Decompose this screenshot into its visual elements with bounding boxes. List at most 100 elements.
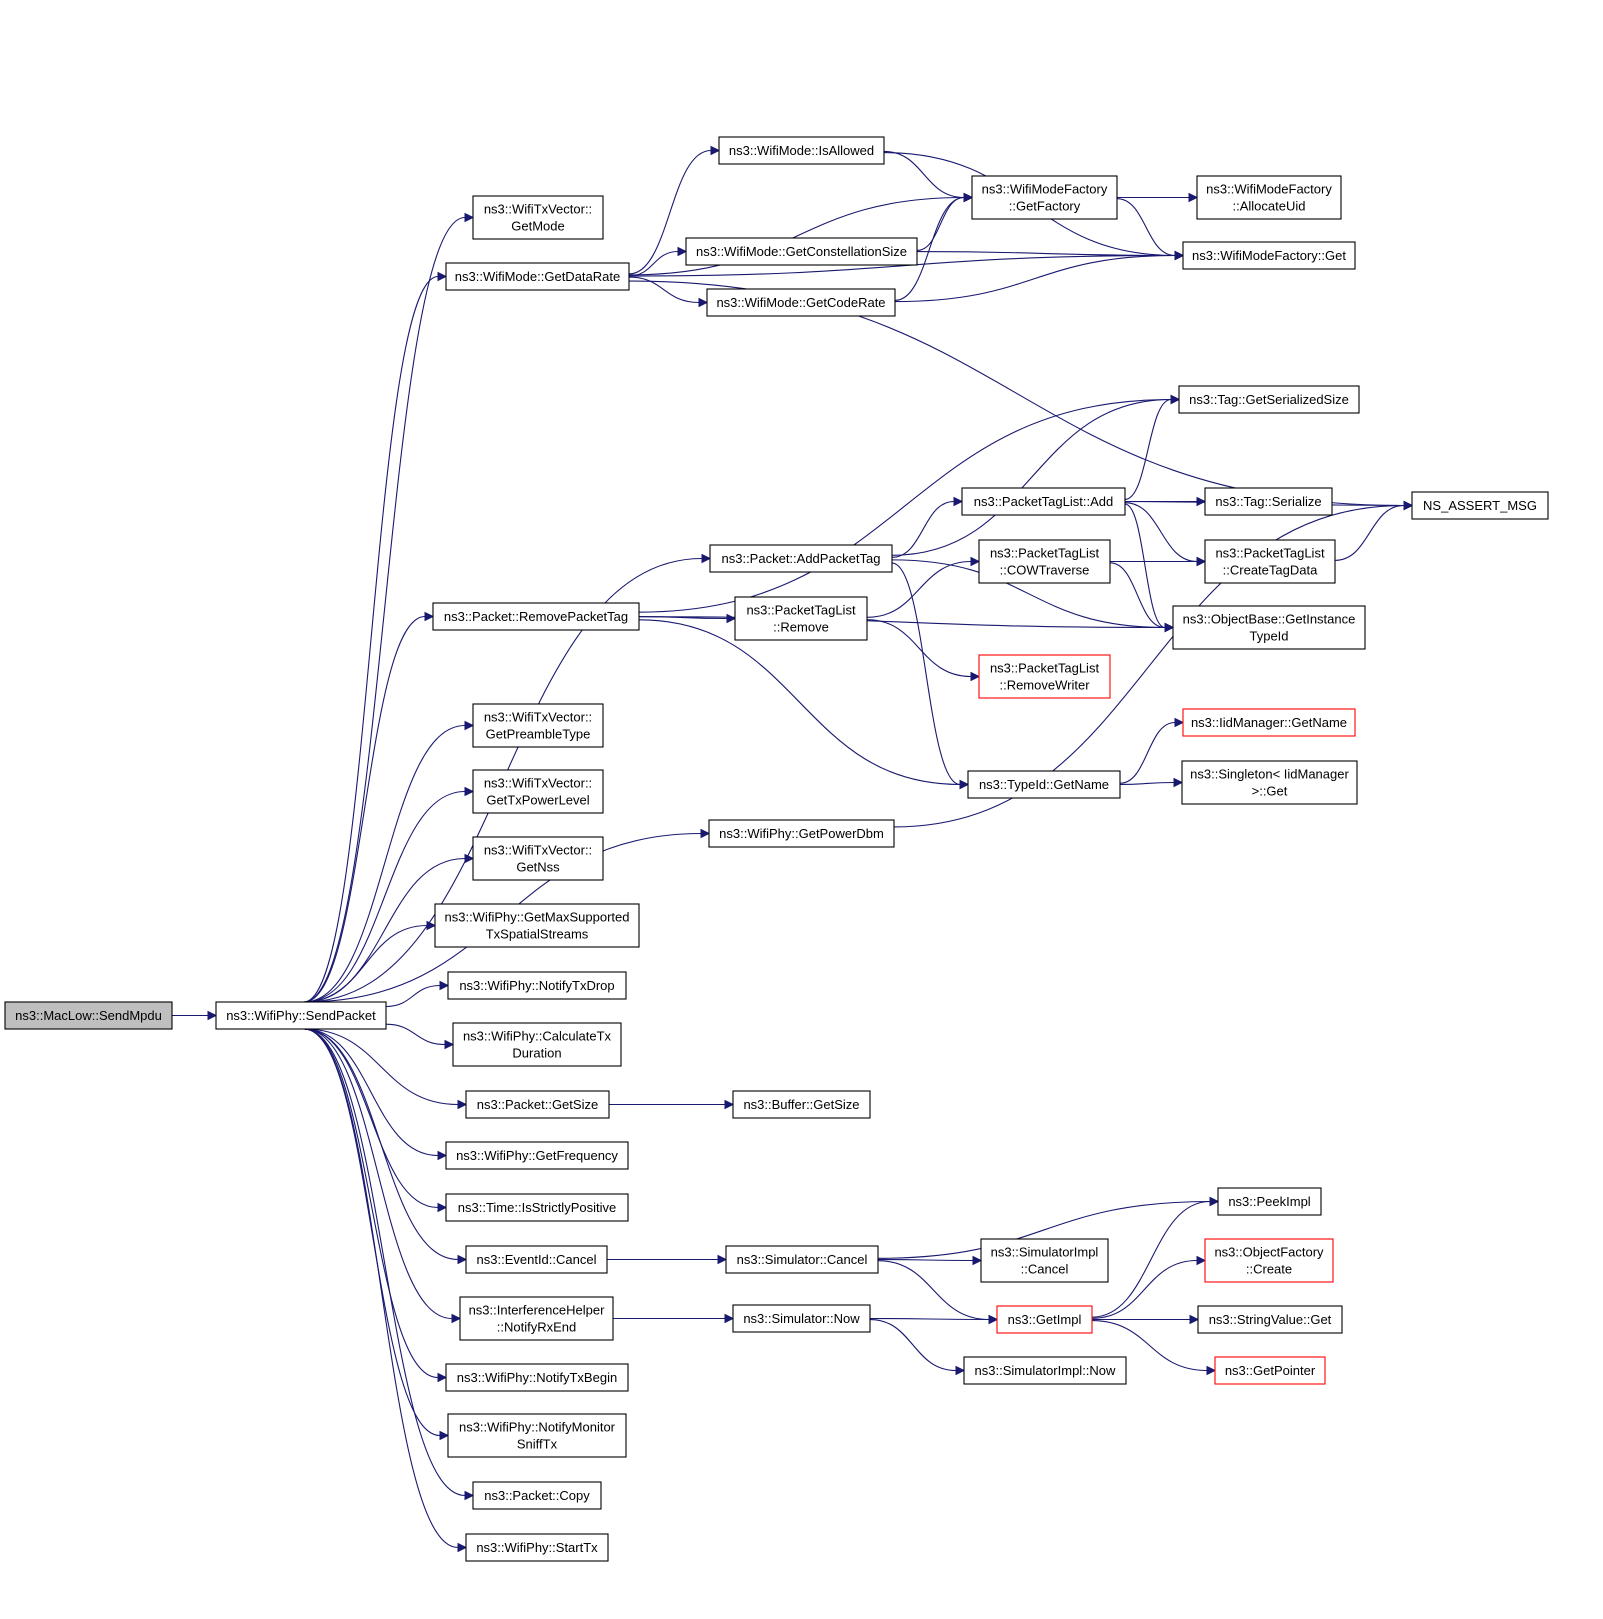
node-box [685, 237, 918, 266]
node-simulator-now[interactable]: ns3::Simulator::Now [732, 1304, 871, 1333]
node-box [432, 602, 640, 631]
node-iidmanager-getname[interactable]: ns3::IidManager::GetName [1182, 708, 1356, 737]
edge-line [916, 251, 1176, 257]
node-ptl-createtagdata[interactable]: ns3::PacketTagList::CreateTagData [1204, 539, 1336, 584]
edge-line [1124, 502, 1198, 563]
node-wmf-get[interactable]: ns3::WifiModeFactory::Get [1182, 241, 1356, 270]
node-wifiphy-getfrequency[interactable]: ns3::WifiPhy::GetFrequency [445, 1141, 629, 1170]
edge-line [869, 1318, 957, 1372]
edge-line [1091, 1200, 1211, 1318]
node-box [465, 1245, 608, 1274]
node-wifimode-getcoderate[interactable]: ns3::WifiMode::GetCodeRate [706, 288, 896, 317]
node-wmf-getfactory[interactable]: ns3::WifiModeFactory::GetFactory [971, 175, 1118, 220]
node-packet-addpackettag[interactable]: ns3::Packet::AddPacketTag [709, 544, 893, 573]
node-tag-getserializedsize[interactable]: ns3::Tag::GetSerializedSize [1178, 385, 1360, 414]
node-ptl-cowtraverse[interactable]: ns3::PacketTagList::COWTraverse [978, 539, 1111, 584]
edge-arrowhead [207, 1010, 218, 1021]
node-simulatorimpl-cancel[interactable]: ns3::SimulatorImpl::Cancel [980, 1238, 1109, 1283]
node-simulatorimpl-now[interactable]: ns3::SimulatorImpl::Now [963, 1356, 1127, 1385]
node-wmf-allocateuid[interactable]: ns3::WifiModeFactory::AllocateUid [1196, 175, 1342, 220]
edge-line [883, 150, 965, 199]
node-box [1197, 1305, 1343, 1334]
node-box [978, 654, 1111, 699]
edge-getimpl-to-getpointer [1091, 1319, 1217, 1376]
node-ptl-removewriter[interactable]: ns3::PacketTagList::RemoveWriter [978, 654, 1111, 699]
node-label: GetTxPowerLevel [486, 793, 589, 808]
node-typeid-getname[interactable]: ns3::TypeId::GetName [967, 770, 1121, 799]
edge-arrowhead [1196, 1255, 1207, 1266]
node-peekimpl[interactable]: ns3::PeekImpl [1217, 1187, 1322, 1216]
node-wifiphy-sendpacket[interactable]: ns3::WifiPhy::SendPacket [215, 1001, 387, 1030]
edge-packet_addpackettag-to-tag_getserializedsize [891, 394, 1181, 556]
node-getimpl[interactable]: ns3::GetImpl [996, 1305, 1093, 1334]
node-wifiphy-notifytxbegin[interactable]: ns3::WifiPhy::NotifyTxBegin [445, 1363, 629, 1392]
node-box [1182, 708, 1356, 737]
node-simulator-cancel[interactable]: ns3::Simulator::Cancel [725, 1245, 879, 1274]
edge-line [385, 984, 441, 1008]
node-label: ns3::WifiPhy::NotifyTxDrop [459, 978, 614, 993]
edge-arrowhead [700, 828, 711, 839]
node-label: ns3::SimulatorImpl::Now [975, 1363, 1116, 1378]
node-objectfactory-create[interactable]: ns3::ObjectFactory::Create [1204, 1238, 1334, 1283]
node-box [706, 288, 896, 317]
node-ptl-remove[interactable]: ns3::PacketTagList::Remove [734, 596, 868, 641]
node-wifimode-getdatarate[interactable]: ns3::WifiMode::GetDataRate [445, 262, 630, 291]
node-label: ns3::WifiModeFactory [1206, 182, 1332, 197]
node-wifiphy-getpowerdbm[interactable]: ns3::WifiPhy::GetPowerDbm [708, 819, 895, 848]
edge-line [891, 559, 1166, 629]
edge-line [1119, 781, 1175, 786]
node-packet-removepackettag[interactable]: ns3::Packet::RemovePacketTag [432, 602, 640, 631]
node-time-isstrictlypositive[interactable]: ns3::Time::IsStrictlyPositive [445, 1193, 629, 1222]
edge-arrowhead [724, 1099, 735, 1110]
node-buffer-getsize[interactable]: ns3::Buffer::GetSize [732, 1090, 871, 1119]
edge-wifiphy_sendpacket-to-wifiphy_notifytxdrop [385, 980, 450, 1008]
node-singleton-get[interactable]: ns3::Singleton< IidManager >::Get [1181, 760, 1358, 805]
node-ns-assert-msg[interactable]: NS_ASSERT_MSG [1411, 491, 1549, 520]
edge-line [303, 724, 466, 1003]
node-packet-copy[interactable]: ns3::Packet::Copy [472, 1481, 602, 1510]
node-txvector-getpreambletype[interactable]: ns3::WifiTxVector::GetPreambleType [472, 703, 604, 748]
edge-arrowhead [1173, 777, 1184, 788]
node-txvector-getmode[interactable]: ns3::WifiTxVector::GetMode [472, 195, 604, 240]
node-wifimode-isallowed[interactable]: ns3::WifiMode::IsAllowed [718, 136, 885, 165]
node-getpointer[interactable]: ns3::GetPointer [1214, 1356, 1326, 1385]
node-label: TypeId [1249, 629, 1288, 644]
node-box [967, 770, 1121, 799]
node-box [963, 1356, 1127, 1385]
node-ih-notifyrxend[interactable]: ns3::InterferenceHelper::NotifyRxEnd [459, 1296, 614, 1341]
node-txvector-gettxpowerlevel[interactable]: ns3::WifiTxVector::GetTxPowerLevel [472, 769, 604, 814]
node-box [1182, 241, 1356, 270]
edge-line [866, 619, 972, 678]
node-box [1172, 605, 1366, 650]
node-txvector-getnss[interactable]: ns3::WifiTxVector::GetNss [472, 836, 604, 881]
node-wifiphy-getmaxsupported[interactable]: ns3::WifiPhy::GetMaxSupportedTxSpatialSt… [434, 903, 640, 948]
edge-line [628, 196, 965, 276]
node-eventid-cancel[interactable]: ns3::EventId::Cancel [465, 1245, 608, 1274]
edge-arrowhead [439, 1430, 450, 1441]
edge-arrowhead [426, 920, 437, 931]
node-wifiphy-notifytxdrop[interactable]: ns3::WifiPhy::NotifyTxDrop [447, 971, 627, 1000]
node-label: ns3::WifiMode::IsAllowed [729, 143, 874, 158]
edge-line [1119, 721, 1176, 784]
edge-arrowhead [1170, 394, 1181, 405]
node-tag-serialize[interactable]: ns3::Tag::Serialize [1204, 487, 1333, 516]
node-wifimode-getconst[interactable]: ns3::WifiMode::GetConstellationSize [685, 237, 918, 266]
node-label: ns3::Packet::AddPacketTag [722, 551, 881, 566]
node-packet-getsize[interactable]: ns3::Packet::GetSize [465, 1090, 610, 1119]
edge-simulator_now-to-getimpl [869, 1314, 999, 1325]
edge-line [1109, 562, 1166, 629]
edge-wifiphy_sendpacket-to-eventid_cancel [303, 1028, 468, 1265]
node-label: ns3::GetImpl [1008, 1312, 1082, 1327]
node-box [445, 262, 630, 291]
node-label: ns3::Tag::GetSerializedSize [1189, 392, 1349, 407]
node-maclow-sendmpdu[interactable]: ns3::MacLow::SendMpdu [4, 1001, 173, 1030]
node-label: ns3::Buffer::GetSize [743, 1097, 859, 1112]
edge-arrowhead [464, 212, 475, 223]
node-ptl-add[interactable]: ns3::PacketTagList::Add [961, 487, 1126, 516]
node-wifiphy-starttx[interactable]: ns3::WifiPhy::StartTx [465, 1533, 609, 1562]
node-stringvalue-get[interactable]: ns3::StringValue::Get [1197, 1305, 1343, 1334]
node-box [459, 1296, 614, 1341]
